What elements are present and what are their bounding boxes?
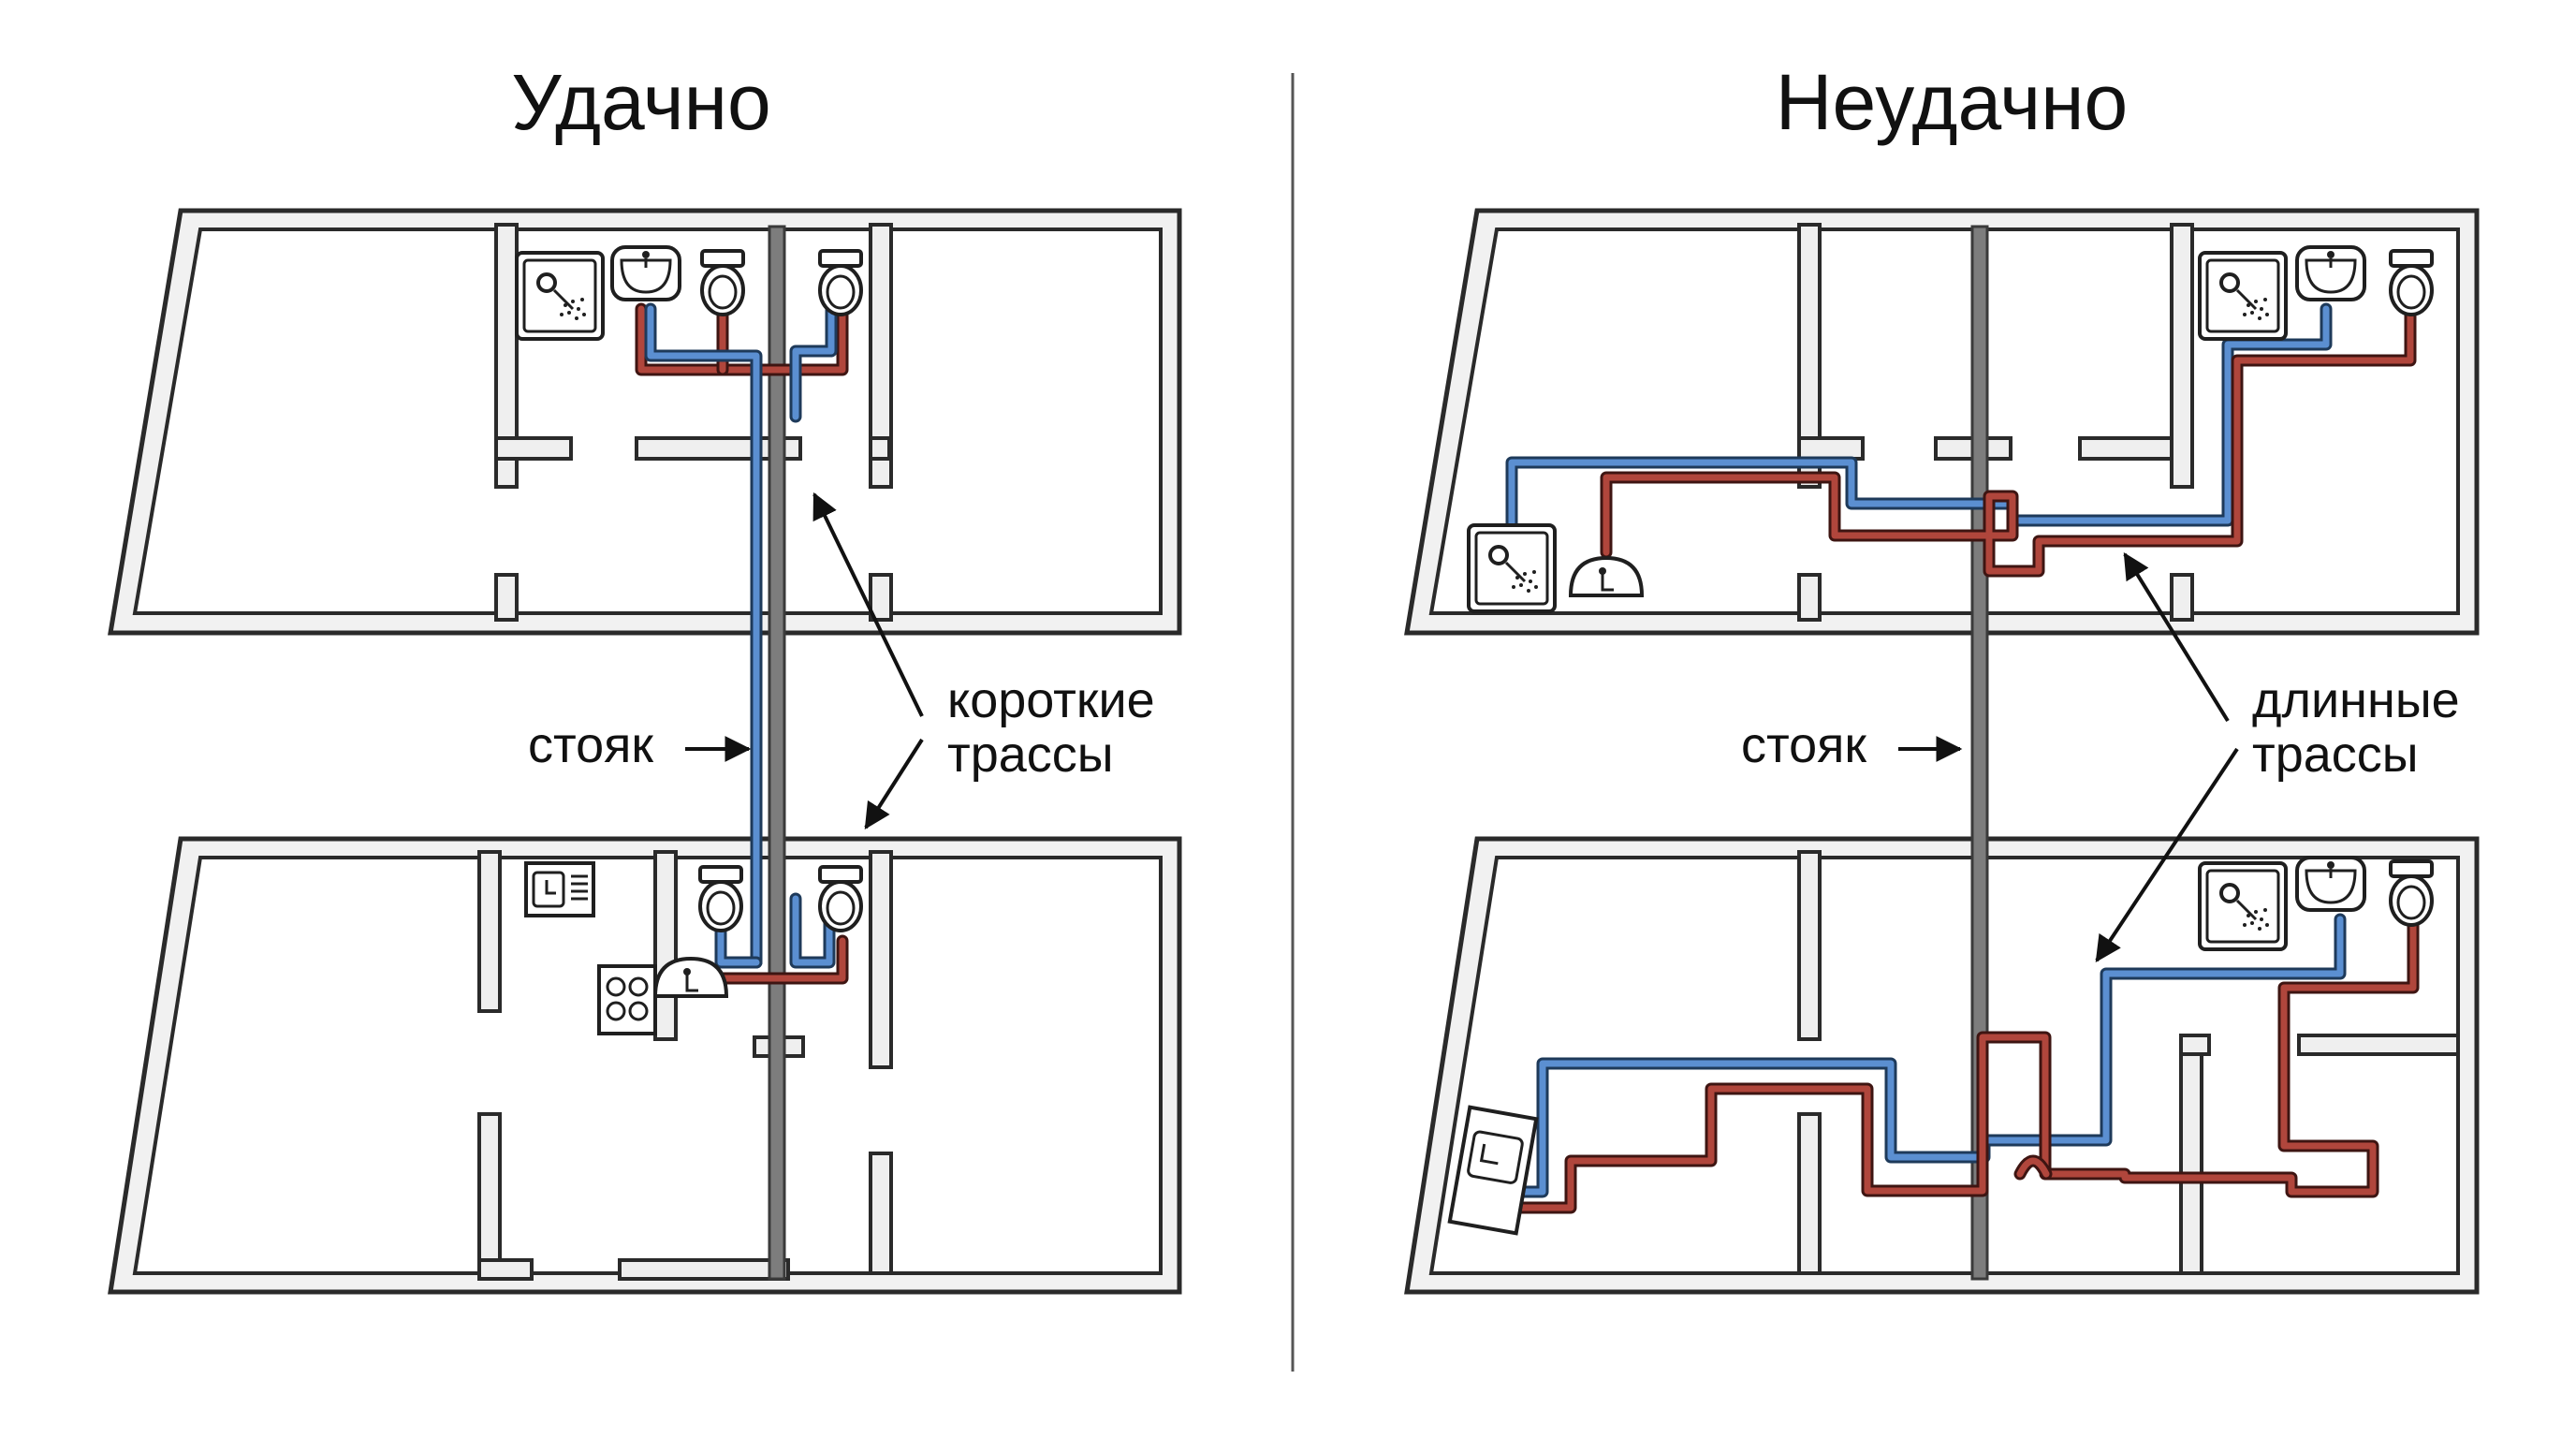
toilet-icon xyxy=(818,249,863,316)
shower-icon xyxy=(515,251,605,341)
right-lower-pipes xyxy=(1510,913,2420,1214)
left-lower-pipes xyxy=(705,892,849,985)
toilet-icon xyxy=(698,865,743,932)
toilet-icon xyxy=(2389,859,2434,927)
shower-icon xyxy=(1467,523,1557,613)
left-panel: стояк короткие трассы xyxy=(108,208,1182,1295)
sink-icon xyxy=(610,245,681,301)
right-upper-pipes xyxy=(1505,302,2417,578)
left-routes-label-1: короткие xyxy=(947,672,1155,728)
right-routes-arrow-up xyxy=(2123,552,2230,723)
right-routes-label-2: трассы xyxy=(2252,726,2419,783)
left-riser xyxy=(768,225,786,1281)
sink-icon xyxy=(2295,245,2366,301)
left-title: Удачно xyxy=(511,58,771,146)
stove-icon xyxy=(597,964,657,1035)
right-routes-arrow-down xyxy=(2095,747,2239,962)
sink-icon xyxy=(1569,556,1644,597)
left-riser-label: стояк xyxy=(528,717,653,773)
left-routes-arrow-up xyxy=(812,492,924,717)
toilet-icon xyxy=(818,865,863,932)
left-upper-pipes xyxy=(635,302,849,969)
right-routes-label-1: длинные xyxy=(2252,672,2460,728)
right-riser-label: стояк xyxy=(1741,717,1866,773)
toilet-icon xyxy=(2389,249,2434,316)
kitchen-sink-icon xyxy=(524,861,595,917)
shower-icon xyxy=(2198,251,2288,341)
left-upper-floor xyxy=(108,208,1182,636)
shower-icon xyxy=(2198,861,2288,951)
right-title: Неудачно xyxy=(1776,58,2128,146)
left-routes-label-2: трассы xyxy=(947,726,1114,783)
right-riser xyxy=(1970,225,1989,1281)
left-routes-arrow-down xyxy=(864,738,924,829)
sink-icon xyxy=(653,957,728,998)
right-panel: стояк длинные трассы xyxy=(1404,208,2480,1295)
toilet-icon xyxy=(700,249,745,316)
left-lower-floor xyxy=(108,836,1182,1295)
sink-icon xyxy=(2295,856,2366,912)
kitchen-sink-icon xyxy=(1447,1105,1539,1236)
